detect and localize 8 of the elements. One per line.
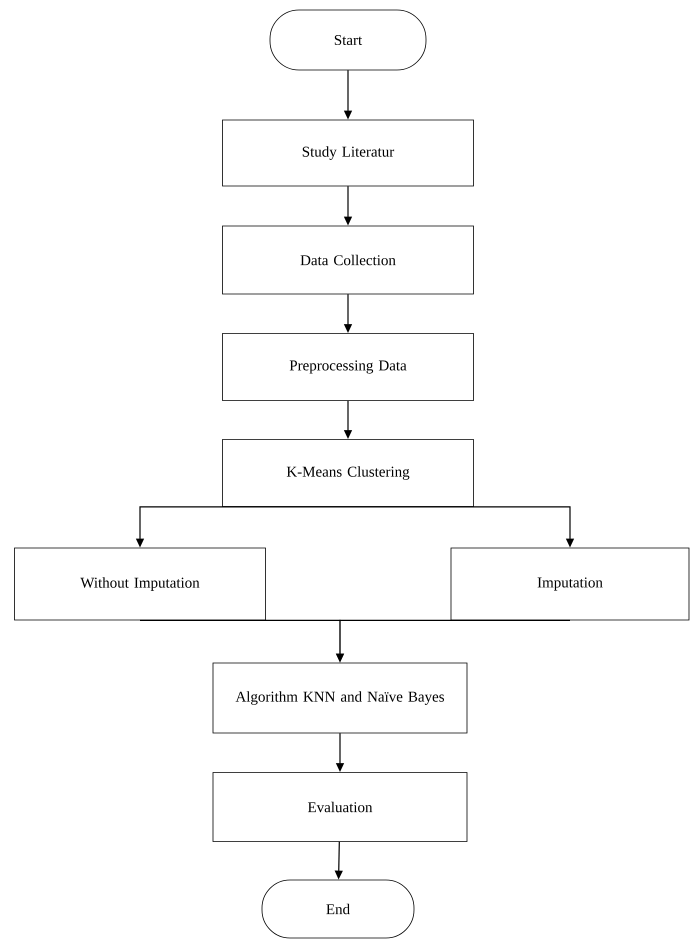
process-box: Evaluation xyxy=(212,772,468,842)
process-box: Preprocessing Data xyxy=(222,333,474,401)
process-box: K-Means Clustering xyxy=(222,439,474,507)
process-box: Data Collection xyxy=(222,226,474,294)
process-box: Algorithm KNN and Naïve Bayes xyxy=(212,662,468,734)
process-box: Study Literatur xyxy=(222,120,474,186)
process-box: Imputation xyxy=(450,548,690,620)
process-box: Without Imputation xyxy=(14,548,266,620)
